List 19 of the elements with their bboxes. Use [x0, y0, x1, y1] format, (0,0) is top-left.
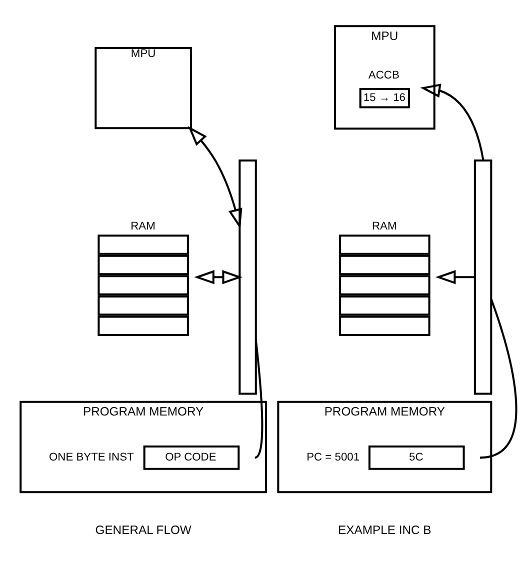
- connector: [480, 298, 518, 458]
- node-bar: [238, 159, 257, 394]
- arrow: [194, 270, 243, 284]
- label: EXAMPLE INC B: [338, 522, 432, 536]
- node-box: 15 → 16: [359, 88, 410, 108]
- node-bar: [474, 159, 492, 394]
- node-label: ACCB: [368, 69, 400, 82]
- node-label: RAM: [372, 220, 397, 232]
- arrow: [188, 125, 242, 229]
- node-label: PC = 5001: [306, 451, 360, 464]
- node-box: MPU: [94, 46, 192, 129]
- arrow: [435, 270, 475, 284]
- node-label: ONE BYTE INST: [49, 451, 134, 464]
- label: GENERAL FLOW: [95, 522, 192, 536]
- node-label: RAM: [130, 220, 156, 232]
- arrow: [420, 83, 484, 160]
- connector: [254, 340, 264, 458]
- node-box: 5C: [368, 445, 465, 470]
- node-box: OP CODE: [143, 445, 240, 470]
